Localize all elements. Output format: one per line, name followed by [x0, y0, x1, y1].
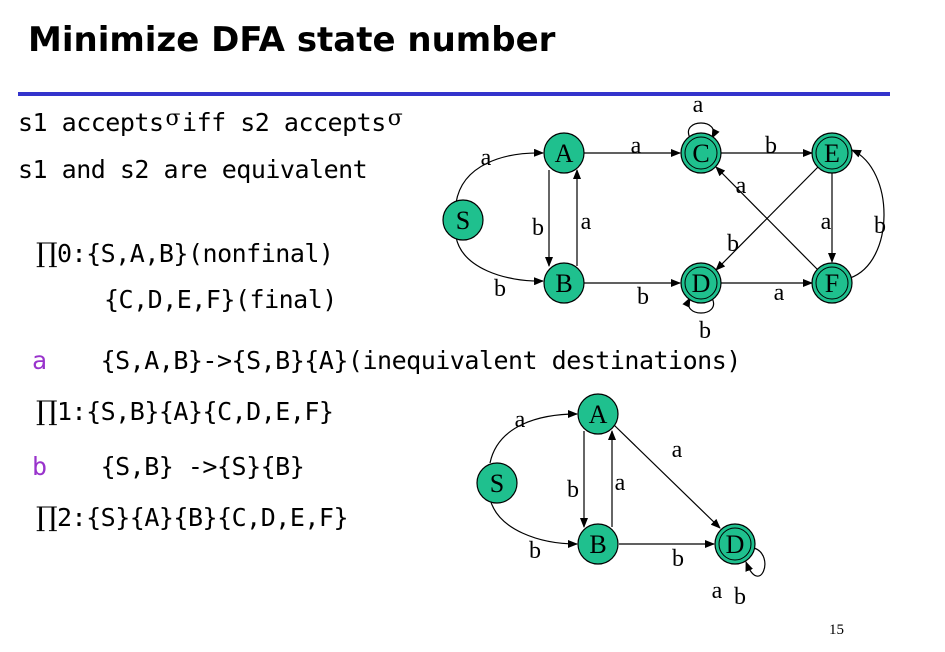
minimized-dfa: S A B D a b b a a b a b	[476, 393, 766, 610]
label-B-D-min: b	[672, 546, 684, 572]
partition-0-label: 0:	[57, 239, 87, 268]
slide-title: Minimize DFA state number	[28, 20, 556, 60]
state-B-min-label: B	[589, 530, 606, 559]
state-E-label: E	[824, 139, 840, 168]
state-C-label: C	[692, 139, 709, 168]
state-A-min: A	[577, 393, 619, 435]
edge-S-A-min	[489, 410, 578, 464]
label-A-C: a	[631, 133, 642, 159]
pi-symbol: ∏	[36, 502, 58, 533]
pi-symbol: ∏	[36, 396, 58, 427]
state-D: D	[680, 262, 722, 304]
edge-F-E	[849, 149, 885, 279]
state-S-min-label: S	[490, 469, 504, 498]
page-number: 15	[829, 622, 844, 638]
edge-F-C	[715, 166, 819, 271]
split-step-b: b {S,B} ->{S}{B}	[32, 452, 305, 481]
state-S-min: S	[476, 462, 518, 504]
title-divider	[18, 92, 890, 96]
label-C-E: b	[765, 133, 777, 159]
label-A-D-min: a	[672, 437, 683, 463]
label-loop-C: a	[693, 92, 704, 118]
partition-1-row: ∏1:{S,B}{A}{C,D,E,F}	[36, 396, 334, 427]
edge-S-B	[455, 236, 544, 286]
definition-line-1: s1 acceptsσiff s2 acceptsσ	[18, 106, 403, 137]
label-B-A-min: a	[615, 470, 626, 496]
state-F: F	[811, 262, 853, 304]
label-F-E: b	[874, 213, 886, 239]
original-dfa: S A B C D E F a	[442, 92, 886, 344]
partition-1-label: 1:	[57, 397, 87, 426]
loop-C	[687, 122, 720, 139]
step-a-symbol: a	[32, 346, 47, 375]
label-loop-D-a-min: a	[712, 578, 723, 604]
state-B: B	[543, 262, 585, 304]
label-B-A: a	[581, 209, 592, 235]
label-B-D: b	[637, 284, 649, 310]
label-E-D: b	[727, 231, 739, 257]
step-a-text: {S,A,B}->{S,B}{A}(inequivalent destinati…	[100, 346, 742, 375]
partition-0-row: ∏0:{S,A,B}(nonfinal)	[36, 238, 334, 269]
loop-D	[682, 297, 715, 314]
state-S-label: S	[456, 206, 470, 235]
label-loop-D-b-min: b	[734, 584, 746, 610]
label-D-F: a	[774, 280, 785, 306]
split-step-a: a {S,A,B}->{S,B}{A}(inequivalent destinat…	[32, 346, 741, 375]
label-F-C: a	[736, 173, 747, 199]
pi-symbol: ∏	[36, 238, 58, 269]
label-S-A-min: a	[515, 407, 526, 433]
definition-line-2: s1 and s2 are equivalent	[18, 155, 368, 184]
step-b-symbol: b	[32, 452, 47, 481]
partition-0-final: {C,D,E,F}(final)	[104, 285, 337, 314]
state-B-label: B	[555, 269, 572, 298]
state-E: E	[811, 132, 853, 174]
definition-part-2: iff s2 accepts	[182, 108, 386, 137]
loop-D-min	[745, 547, 766, 577]
partition-2-sets: {S}{A}{B}{C,D,E,F}	[86, 503, 349, 532]
state-F-label: F	[825, 269, 839, 298]
partition-2-row: ∏2:{S}{A}{B}{C,D,E,F}	[36, 502, 349, 533]
label-E-F: a	[821, 209, 832, 235]
state-D-label: D	[692, 269, 711, 298]
partition-1-sets: {S,B}{A}{C,D,E,F}	[86, 397, 334, 426]
step-b-text: {S,B} ->{S}{B}	[100, 452, 305, 481]
state-A: A	[543, 132, 585, 174]
definition-part-1: s1 accepts	[18, 108, 164, 137]
sigma-symbol-1: σ	[165, 106, 181, 131]
state-D-min-label: D	[726, 530, 745, 559]
edge-S-B-min	[489, 498, 578, 548]
state-S: S	[442, 199, 484, 241]
edge-A-D-min	[613, 424, 721, 529]
state-B-min: B	[577, 523, 619, 565]
label-S-B-min: b	[529, 538, 541, 564]
partition-2-label: 2:	[57, 503, 87, 532]
edge-S-A	[455, 148, 544, 204]
state-C: C	[680, 132, 722, 174]
partition-0-nonfinal: {S,A,B}(nonfinal)	[86, 239, 334, 268]
label-loop-D: b	[699, 318, 711, 344]
sigma-symbol-2: σ	[387, 106, 403, 131]
label-A-B-min: b	[567, 477, 579, 503]
state-D-min: D	[714, 523, 756, 565]
label-S-A: a	[481, 145, 492, 171]
state-A-label: A	[555, 139, 574, 168]
label-A-B: b	[532, 215, 544, 241]
state-A-min-label: A	[589, 400, 608, 429]
label-S-B: b	[494, 276, 506, 302]
